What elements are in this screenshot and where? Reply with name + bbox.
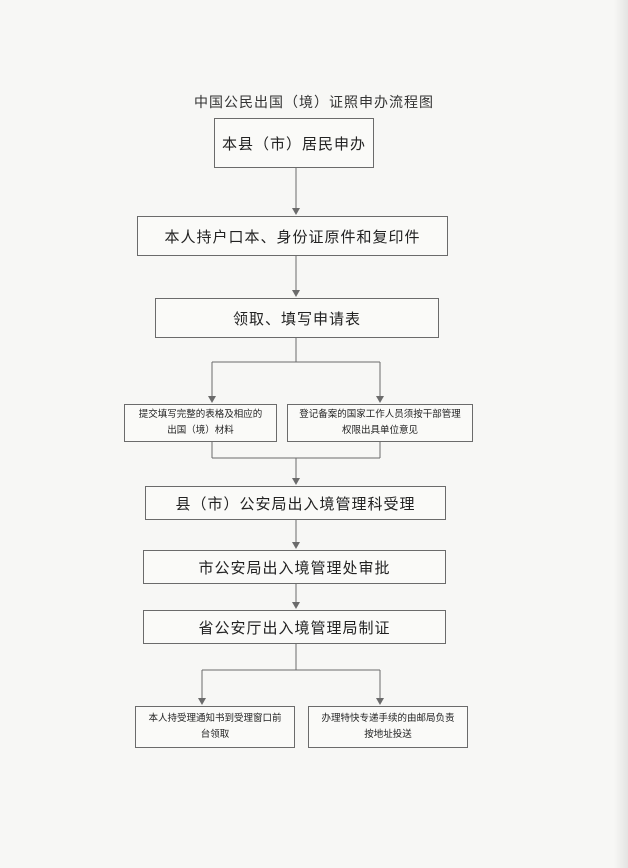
step-8a-box: 本人持受理通知书到受理窗口前台领取: [135, 706, 295, 748]
step-5-box: 县（市）公安局出入境管理科受理: [145, 486, 446, 520]
step-4a-box: 提交填写完整的表格及相应的出国（境）材料: [124, 404, 277, 442]
paper-edge-shadow: [614, 0, 628, 868]
step-1-box: 本县（市）居民申办: [214, 118, 374, 168]
step-4b-box: 登记备案的国家工作人员须按干部管理权限出具单位意见: [287, 404, 473, 442]
step-2-box: 本人持户口本、身份证原件和复印件: [137, 216, 448, 256]
step-6-box: 市公安局出入境管理处审批: [143, 550, 446, 584]
step-3-box: 领取、填写申请表: [155, 298, 439, 338]
diagram-title: 中国公民出国（境）证照申办流程图: [194, 95, 434, 111]
step-7-box: 省公安厅出入境管理局制证: [143, 610, 446, 644]
step-8b-box: 办理特快专递手续的由邮局负责按地址投送: [308, 706, 468, 748]
